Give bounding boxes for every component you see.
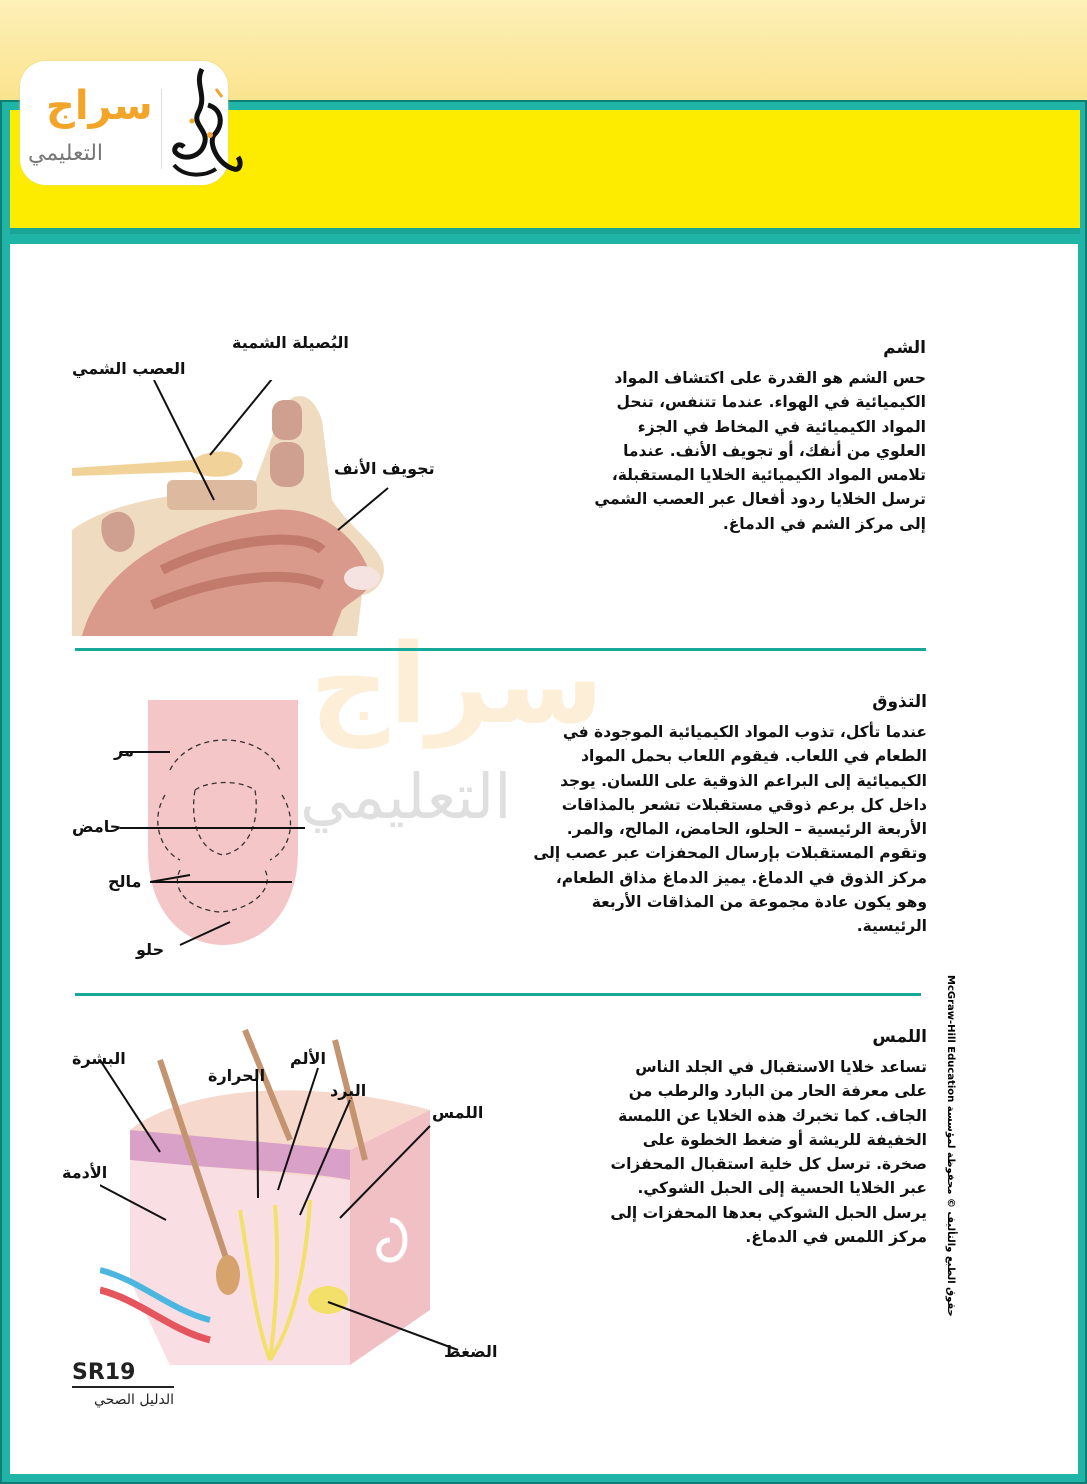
tongue-diagram xyxy=(120,700,305,946)
label-epidermis: البشرة xyxy=(72,1049,126,1068)
label-touch: اللمس xyxy=(432,1103,484,1122)
label-pain: الألم xyxy=(290,1049,326,1068)
logo: سراج التعليمي xyxy=(20,61,243,185)
section-taste: التذوق عندما تأكل، تذوب المواد الكيميائي… xyxy=(532,692,927,939)
section-divider xyxy=(75,648,926,651)
section-body: عندما تأكل، تذوب المواد الكيميائية الموج… xyxy=(533,723,927,936)
label-nasal-cavity: تجويف الأنف xyxy=(334,459,435,478)
label-dermis: الأدمة xyxy=(62,1163,108,1182)
section-title: اللمس xyxy=(872,1027,927,1047)
section-title: الشم xyxy=(883,338,926,358)
section-divider xyxy=(75,993,921,996)
logo-separator xyxy=(161,89,162,169)
label-olfactory-nerve: العصب الشمي xyxy=(72,359,186,378)
nose-diagram xyxy=(72,380,389,636)
copyright-notice: حقوق الطبع والتأليف © محفوظة لمؤسسة McGr… xyxy=(945,975,956,1317)
label-salty: مالح xyxy=(108,872,142,891)
section-body: تساعد خلايا الاستقبال في الجلد الناس على… xyxy=(610,1058,927,1247)
label-pressure: الضغط xyxy=(444,1342,498,1361)
logo-main-text: سراج xyxy=(46,83,153,129)
label-heat: الحرارة xyxy=(208,1066,266,1085)
page-number: SR19 xyxy=(72,1360,174,1388)
label-sweet: حلو xyxy=(136,940,165,959)
section-body: حس الشم هو القدرة على اكتشاف المواد الكي… xyxy=(594,369,926,533)
section-title: التذوق xyxy=(872,692,927,712)
label-bitter: مر xyxy=(114,741,134,760)
label-sour: حامض xyxy=(72,817,122,836)
skin-diagram xyxy=(100,1028,459,1365)
logo-sub-text: التعليمي xyxy=(28,141,104,166)
section-smell: الشم حس الشم هو القدرة على اكتشاف المواد… xyxy=(592,338,926,536)
label-olfactory-bulb: البُصيلة الشمية xyxy=(232,333,349,352)
label-cold: البرد xyxy=(330,1081,367,1100)
section-name: الدليل الصحي xyxy=(93,1392,174,1408)
section-touch: اللمس تساعد خلايا الاستقبال في الجلد الن… xyxy=(600,1027,927,1249)
calligraphy-icon xyxy=(172,67,243,177)
